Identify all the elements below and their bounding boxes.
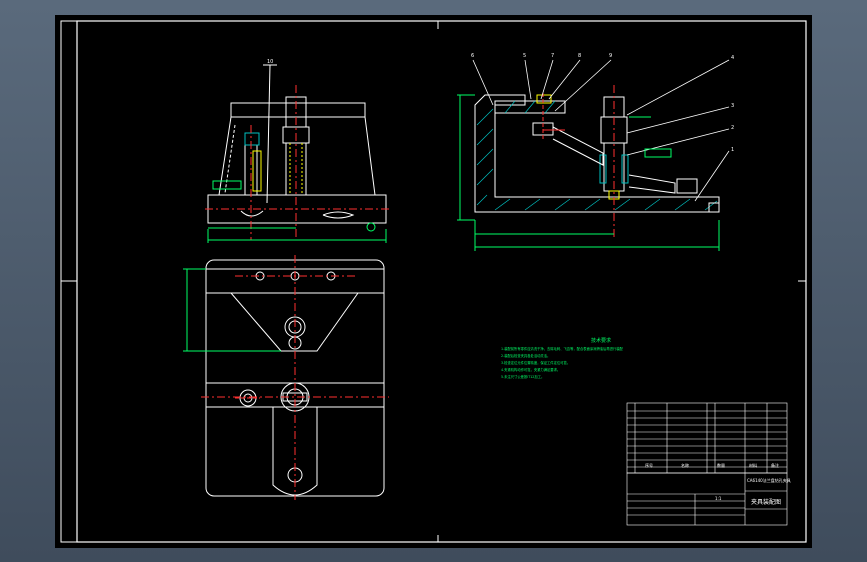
balloon-4: 4 bbox=[731, 55, 735, 61]
balloon-5: 5 bbox=[523, 53, 527, 59]
header-name: 名称 bbox=[681, 463, 689, 468]
drawing-frame-inner bbox=[76, 20, 807, 543]
tech-requirements-title: 技术要求 bbox=[590, 338, 611, 344]
balloon-1: 1 bbox=[731, 147, 735, 153]
front-view bbox=[205, 64, 390, 243]
tech-req-line: 3.检查定位元件位置精度，保证工件定位可靠。 bbox=[501, 361, 571, 365]
balloon-2: 2 bbox=[731, 125, 735, 131]
title-block bbox=[626, 472, 788, 526]
tech-req-line: 1.装配前所有零件应清洗干净，去除毛刺、飞边等，配合表面涂润滑油后再进行装配 bbox=[501, 347, 623, 351]
balloon-6: 6 bbox=[471, 53, 475, 59]
balloon-7: 7 bbox=[551, 53, 555, 59]
drawing-sheet[interactable]: 6 5 7 8 9 4 3 2 1 10 技术要求 1.装配前所有零件应清洗干净… bbox=[55, 15, 812, 548]
side-view bbox=[457, 59, 730, 251]
balloon-8: 8 bbox=[578, 53, 582, 59]
top-view bbox=[183, 255, 389, 500]
assembly-drawing bbox=[60, 20, 807, 543]
tech-req-line: 2.装配后检查夹具各处活动灵活。 bbox=[501, 354, 551, 358]
tech-req-line: 5.未注尺寸公差按IT12加工。 bbox=[501, 375, 545, 379]
drawing-name: 夹具装配图 bbox=[751, 499, 782, 506]
header-material: 材料 bbox=[749, 463, 757, 468]
tech-req-line: 4.夹紧机构动作可靠，夹紧力满足要求。 bbox=[501, 368, 561, 372]
header-qty: 数量 bbox=[717, 463, 725, 468]
scale: 1:1 bbox=[715, 496, 722, 501]
tech-requirements: 技术要求 1.装配前所有零件应清洗干净，去除毛刺、飞边等，配合表面涂润滑油后再进… bbox=[501, 337, 701, 381]
balloon-3: 3 bbox=[731, 103, 735, 109]
drawing-frame-outer bbox=[60, 20, 807, 543]
balloon-10: 10 bbox=[267, 59, 274, 65]
part-name: CA6140法兰盘钻孔夹具 bbox=[747, 478, 791, 483]
balloon-9: 9 bbox=[609, 53, 613, 59]
header-remark: 备注 bbox=[771, 463, 779, 468]
header-seq: 序号 bbox=[645, 463, 653, 468]
